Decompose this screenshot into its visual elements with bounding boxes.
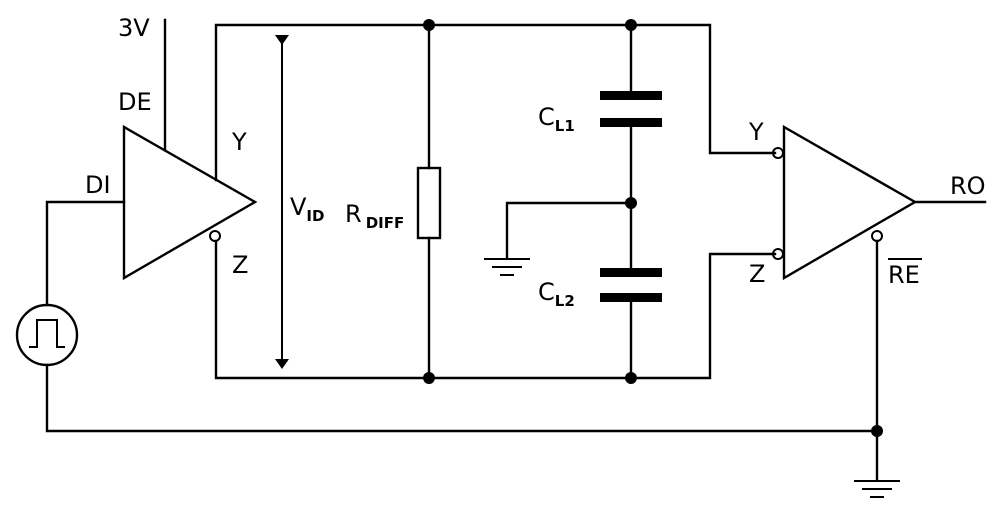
receiver-triangle [782, 124, 918, 281]
receiver-output-label: RO [950, 172, 986, 200]
receiver-z-label: Z [749, 260, 765, 288]
cl1-top-plate [600, 91, 662, 100]
square-pulse-icon [29, 319, 65, 348]
receiver-z-inversion-bubble [772, 248, 784, 260]
ground-icon-capacitor [484, 258, 530, 276]
receiver-re-inversion-bubble [871, 230, 883, 242]
driver-y-label: Y [231, 128, 247, 156]
receiver-y-inversion-bubble [772, 147, 784, 159]
capacitor-cl1 [600, 23, 662, 274]
rdiff-body [416, 166, 442, 240]
supply-label: 3V [118, 14, 150, 42]
cl1-label-sub: L1 [555, 117, 575, 135]
ground-icon-receiver [854, 480, 900, 498]
cl2-label: CL2 [538, 278, 575, 310]
cl1-label-main: C [538, 103, 555, 131]
vid-label-sub: ID [306, 207, 324, 225]
junction-dot [625, 372, 637, 384]
pulse-generator [15, 303, 79, 367]
junction-dot [625, 19, 637, 31]
driver-input-label: DI [85, 171, 111, 199]
pulse-generator-circle [15, 303, 79, 367]
cl2-label-sub: L2 [555, 292, 575, 310]
driver-z-wire [214, 239, 777, 380]
junction-dot [423, 19, 435, 31]
bottom-return-wire [45, 363, 879, 433]
driver-y-wire [214, 23, 777, 182]
vid-label: VID [290, 193, 324, 225]
junction-dot [423, 372, 435, 384]
cl2-bottom-plate [600, 293, 662, 302]
driver-input-wire [45, 200, 126, 307]
driver-z-label: Z [232, 251, 248, 279]
rdiff-label-sub: DIFF [366, 214, 405, 232]
vid-label-main: V [290, 193, 307, 221]
rdiff-resistor [416, 23, 442, 380]
rdiff-label-main: R [345, 200, 362, 228]
driver-enable-label: DE [118, 88, 152, 116]
cap-midpoint-ground-wire [505, 201, 633, 260]
capacitor-cl2 [600, 268, 662, 380]
junction-dot [625, 197, 637, 209]
cl1-label: CL1 [538, 103, 575, 135]
cl2-label-main: C [538, 278, 555, 306]
receiver-enable-label: RE [888, 261, 920, 289]
junction-dots [423, 19, 883, 437]
cl2-top-plate [600, 268, 662, 277]
driver-z-inversion-bubble [209, 230, 221, 242]
receiver [772, 124, 918, 281]
receiver-y-label: Y [748, 118, 764, 146]
cl1-bottom-plate [600, 118, 662, 127]
